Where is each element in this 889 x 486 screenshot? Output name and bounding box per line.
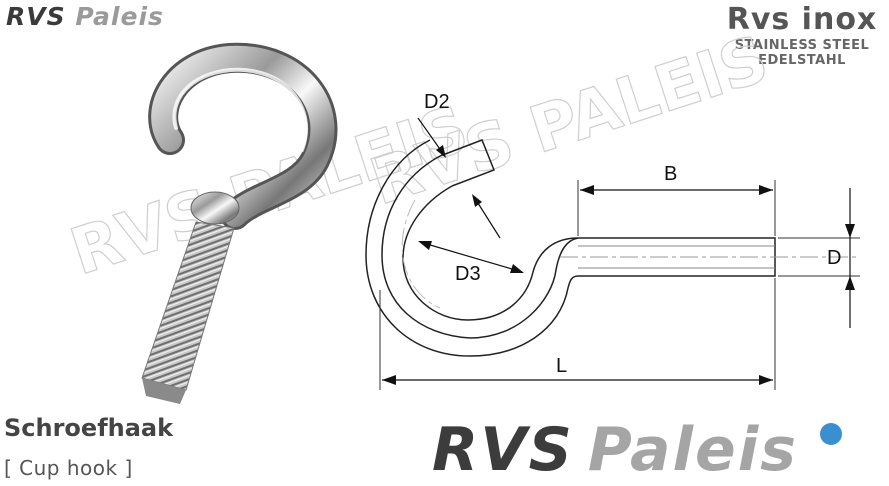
badge-line-stainless: STAINLESS STEEL: [734, 38, 870, 53]
label-d: D: [827, 247, 841, 269]
technical-drawing: [365, 117, 860, 390]
label-d3: D3: [455, 263, 481, 285]
hook-photo: [141, 42, 338, 404]
logo-large-rvs: RVS: [432, 415, 574, 485]
product-name: Schroefhaak: [4, 414, 174, 442]
badge-line-edelstahl: EDELSTAHL: [758, 53, 846, 68]
label-l: L: [556, 355, 567, 377]
badge-title: Rvs inox: [726, 2, 878, 37]
logo-dot-icon: [820, 423, 842, 445]
label-b: B: [664, 163, 677, 185]
logo-text-rvs: RVS: [6, 2, 66, 31]
watermark: RVS PALEIS RVS PALEIS: [61, 22, 777, 291]
label-d2: D2: [424, 91, 450, 113]
product-english-name: [ Cup hook ]: [4, 456, 133, 480]
stainless-badge: Rvs inox STAINLESS STEEL EDELSTAHL: [723, 2, 881, 68]
logo-text-paleis: Paleis: [75, 2, 164, 31]
logo-large-paleis: Paleis: [587, 415, 799, 485]
brand-logo-small: RVS Paleis: [6, 2, 164, 31]
